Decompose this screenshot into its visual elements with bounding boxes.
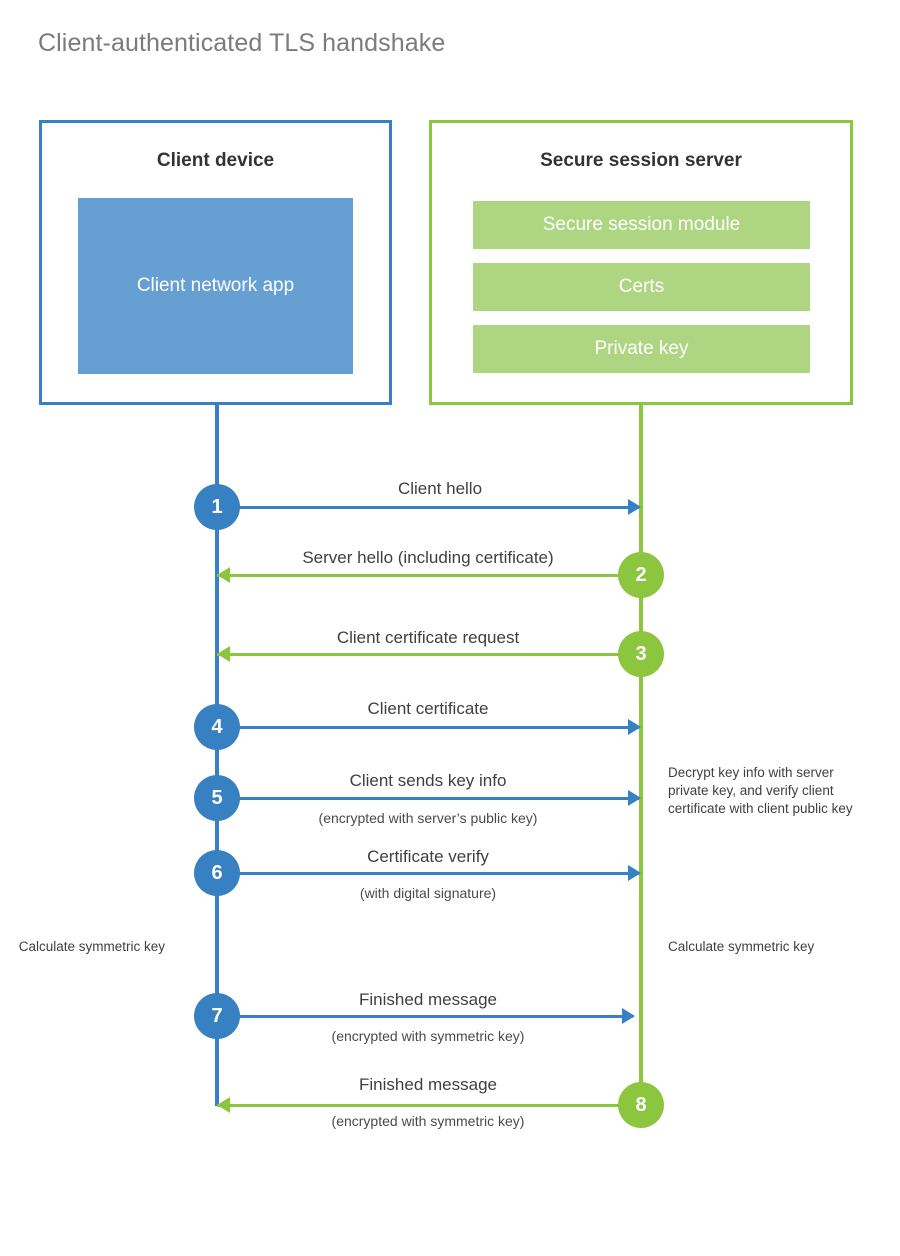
arrow-head-5-right-icon <box>628 790 641 806</box>
server-module-secure-session-module: Secure session module <box>473 201 810 249</box>
message-label-6: Certificate verify <box>367 847 489 866</box>
message-line-7 <box>217 1015 633 1018</box>
arrow-head-6-right-icon <box>628 865 641 881</box>
message-label-5: Client sends key info <box>349 771 507 790</box>
client-lifeline <box>215 402 219 1106</box>
step-circle-7[interactable]: 7 <box>194 993 240 1039</box>
server-module-private-key: Private key <box>473 325 810 373</box>
page-title: Client-authenticated TLS handshake <box>38 29 446 57</box>
message-line-1 <box>217 506 639 509</box>
step-circle-2[interactable]: 2 <box>618 552 664 598</box>
message-label-3: Client certificate request <box>336 628 520 647</box>
message-sublabel-8: (encrypted with symmetric key) <box>331 1113 525 1129</box>
step-circle-5[interactable]: 5 <box>194 775 240 821</box>
arrow-head-3-left-icon <box>217 646 230 662</box>
message-label-8: Finished message <box>359 1075 497 1094</box>
client-device-box: Client device Client network app <box>39 120 392 405</box>
secure-session-server-title: Secure session server <box>540 150 742 171</box>
message-line-5 <box>217 797 639 800</box>
message-label-4: Client certificate <box>367 699 489 718</box>
arrow-head-7-right-icon <box>622 1008 635 1024</box>
server-decrypt-note: Decrypt key info with server private key… <box>668 765 853 816</box>
arrow-head-4-right-icon <box>628 719 641 735</box>
step-circle-6[interactable]: 6 <box>194 850 240 896</box>
message-label-7: Finished message <box>359 990 497 1009</box>
message-label-1: Client hello <box>397 479 483 498</box>
message-line-4 <box>217 726 639 729</box>
client-calculate-symmetric-key-note: Calculate symmetric key <box>18 939 165 954</box>
message-line-2 <box>217 574 639 577</box>
client-network-app-block: Client network app <box>78 198 353 374</box>
step-circle-1[interactable]: 1 <box>194 484 240 530</box>
arrow-head-8-left-icon <box>217 1097 230 1113</box>
message-label-2: Server hello (including certificate) <box>302 548 554 567</box>
server-lifeline <box>639 402 643 1106</box>
client-device-title: Client device <box>156 150 275 171</box>
server-calculate-symmetric-key-note: Calculate symmetric key <box>668 939 815 954</box>
arrow-head-2-left-icon <box>217 567 230 583</box>
message-line-6 <box>217 872 639 875</box>
step-circle-8[interactable]: 8 <box>618 1082 664 1128</box>
arrow-head-1-right-icon <box>628 499 641 515</box>
message-sublabel-6: (with digital signature) <box>359 885 497 901</box>
message-sublabel-5: (encrypted with server’s public key) <box>318 810 538 826</box>
step-circle-4[interactable]: 4 <box>194 704 240 750</box>
server-module-certs: Certs <box>473 263 810 311</box>
message-line-8 <box>217 1104 639 1107</box>
secure-session-server-box: Secure session server Secure session mod… <box>429 120 853 405</box>
message-line-3 <box>217 653 639 656</box>
message-sublabel-7: (encrypted with symmetric key) <box>331 1028 525 1044</box>
step-circle-3[interactable]: 3 <box>618 631 664 677</box>
